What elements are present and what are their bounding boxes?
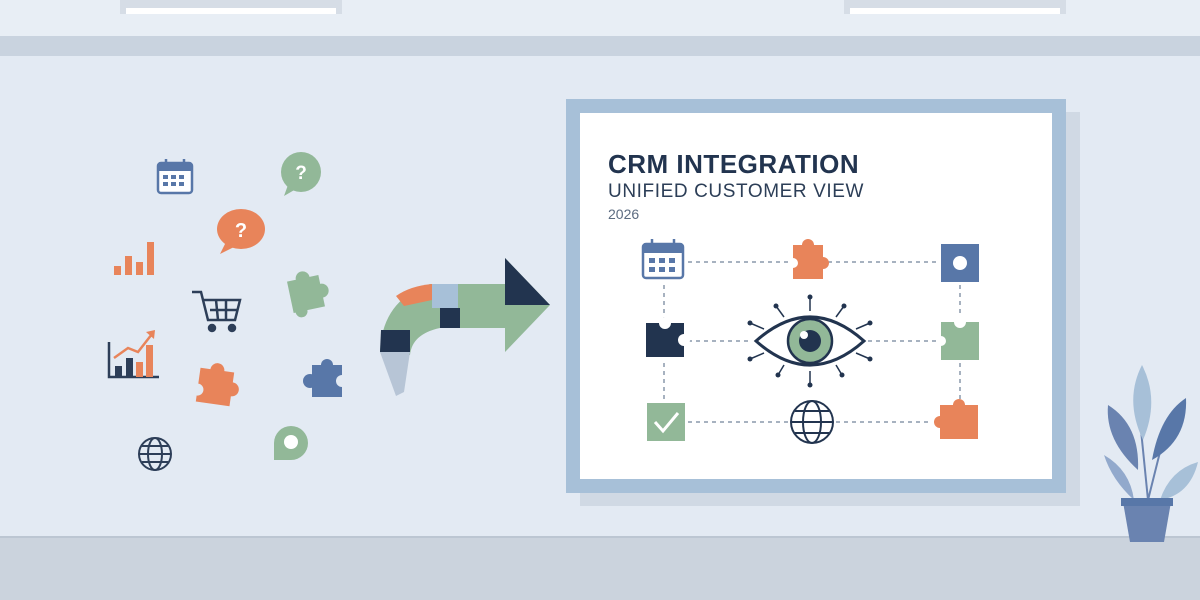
floor: [0, 538, 1200, 600]
puzzle-piece-icon: [646, 317, 690, 357]
eye-icon: [747, 294, 873, 388]
whiteboard-surface: CRM INTEGRATION UNIFIED CUSTOMER VIEW 20…: [580, 113, 1052, 479]
board-subtitle: UNIFIED CUSTOMER VIEW: [608, 181, 865, 202]
globe-icon: [138, 437, 172, 471]
globe-icon: [790, 400, 834, 444]
puzzle-piece-icon: [936, 316, 979, 360]
puzzle-piece-icon: [303, 359, 348, 397]
speech-bubble-question-icon: ?: [281, 152, 321, 196]
ceiling-trim: [0, 36, 1200, 56]
integration-diagram: [641, 239, 979, 444]
puzzle-piece-icon: [287, 271, 329, 318]
growth-chart-icon: [107, 330, 159, 379]
puzzle-piece-icon: [788, 239, 829, 279]
question-mark-text: ?: [235, 220, 247, 242]
board-title: CRM INTEGRATION: [608, 149, 860, 179]
whiteboard: CRM INTEGRATION UNIFIED CUSTOMER VIEW 20…: [566, 99, 1066, 493]
board-year: 2026: [608, 206, 640, 222]
calendar-icon: [156, 159, 194, 195]
floor-edge: [0, 536, 1200, 539]
calendar-icon: [641, 239, 685, 280]
merge-arrow-icon: [380, 258, 550, 396]
ceiling-light-left: [120, 0, 342, 14]
checkbox-icon: [647, 403, 685, 441]
puzzle-piece-icon: [191, 363, 239, 407]
connector-lines: [663, 261, 961, 423]
chat-bubble-icon: [274, 426, 308, 460]
stop-button-icon: [941, 244, 979, 282]
shopping-cart-icon: [192, 290, 242, 333]
ceiling-light-right: [844, 0, 1066, 14]
puzzle-piece-icon: [934, 399, 978, 439]
speech-bubble-question-icon: ?: [217, 209, 265, 254]
question-mark-text: ?: [295, 163, 307, 184]
bar-chart-icon: [114, 242, 154, 275]
